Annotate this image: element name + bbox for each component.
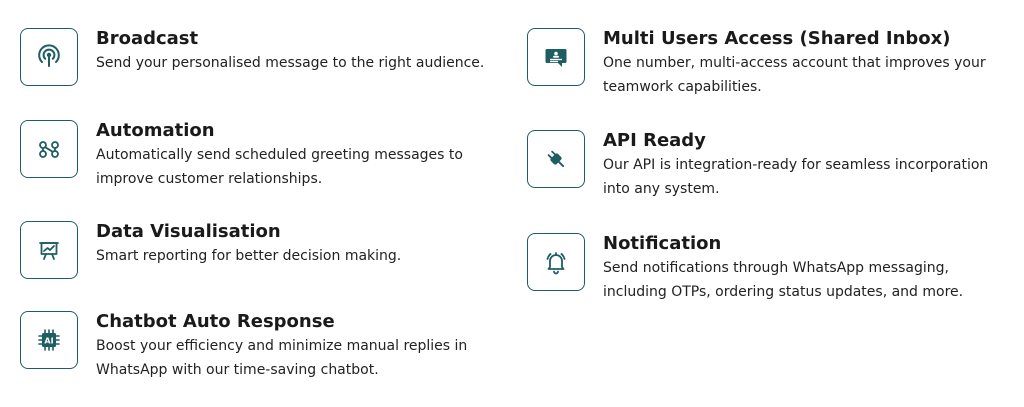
shared-inbox-icon <box>527 28 585 86</box>
chatbot-ai-icon: AI <box>20 311 78 369</box>
feature-description: Automatically send scheduled greeting me… <box>96 147 463 187</box>
feature-description: Send notifications through WhatsApp mess… <box>603 260 964 300</box>
feature-api-ready: API Ready Our API is integration-ready f… <box>527 130 1017 200</box>
feature-text: Automation Automatically send scheduled … <box>96 120 496 191</box>
feature-description: One number, multi-access account that im… <box>603 55 986 95</box>
feature-description: Boost your efficiency and minimize manua… <box>96 338 468 378</box>
feature-text: Notification Send notifications through … <box>603 233 1013 304</box>
feature-title: Automation <box>96 120 215 141</box>
feature-title: Data Visualisation <box>96 221 281 242</box>
feature-notification: Notification Send notifications through … <box>527 233 1017 303</box>
feature-chatbot-auto-response: AI Chatbot Auto Response Boost your effi… <box>20 311 510 381</box>
feature-broadcast: Broadcast Send your personalised message… <box>20 28 510 98</box>
automation-icon <box>20 120 78 178</box>
feature-title: Notification <box>603 233 722 254</box>
feature-text: Broadcast Send your personalised message… <box>96 28 516 75</box>
data-visualisation-icon <box>20 221 78 279</box>
svg-text:AI: AI <box>44 337 53 346</box>
feature-text: Chatbot Auto Response Boost your efficie… <box>96 311 496 382</box>
feature-description: Our API is integration-ready for seamles… <box>603 157 989 197</box>
feature-data-visualisation: Data Visualisation Smart reporting for b… <box>20 221 510 291</box>
feature-title: Chatbot Auto Response <box>96 311 335 332</box>
broadcast-icon <box>20 28 78 86</box>
feature-title: Broadcast <box>96 28 199 49</box>
feature-multi-users-access: Multi Users Access (Shared Inbox) One nu… <box>527 28 1017 98</box>
feature-title: Multi Users Access (Shared Inbox) <box>603 28 951 49</box>
feature-title: API Ready <box>603 130 706 151</box>
api-plug-icon <box>527 130 585 188</box>
notification-bell-icon <box>527 233 585 291</box>
feature-automation: Automation Automatically send scheduled … <box>20 120 510 190</box>
feature-text: API Ready Our API is integration-ready f… <box>603 130 1013 201</box>
feature-description: Smart reporting for better decision maki… <box>96 248 402 264</box>
feature-text: Data Visualisation Smart reporting for b… <box>96 221 516 268</box>
feature-description: Send your personalised message to the ri… <box>96 55 485 71</box>
feature-text: Multi Users Access (Shared Inbox) One nu… <box>603 28 1013 99</box>
